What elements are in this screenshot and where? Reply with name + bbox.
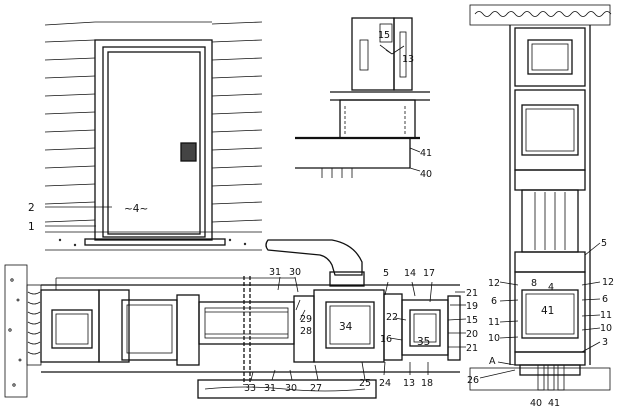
label-19: 19 — [466, 301, 478, 312]
label-6-left: 6 — [491, 296, 497, 307]
label-22: 22 — [386, 312, 398, 323]
label-13-section: 13 — [403, 378, 415, 389]
label-1: 1 — [28, 221, 35, 233]
chamber-left — [51, 309, 93, 349]
label-28: 28 — [300, 326, 312, 337]
label-12-left: 12 — [488, 278, 500, 289]
label-5-vertical: 5 — [601, 238, 607, 249]
label-17: 17 — [423, 268, 435, 279]
label-4-vertical: 4 — [548, 282, 554, 293]
label-40-vertical: 40 — [530, 398, 542, 409]
floor-slab — [469, 367, 611, 391]
label-10-right: 10 — [600, 323, 612, 334]
label-21-top: 21 — [466, 288, 478, 299]
chamber-34 — [325, 301, 375, 349]
label-15-section: 15 — [466, 315, 478, 326]
sash-profile-left — [121, 299, 178, 361]
label-41-top: 41 — [420, 148, 432, 159]
door-handle — [265, 239, 363, 276]
lintel — [469, 4, 611, 26]
frame-profile-left — [40, 289, 100, 363]
label-33: 33 — [244, 383, 256, 394]
label-14: 14 — [404, 268, 416, 279]
door-leaf — [107, 51, 201, 235]
label-26: 26 — [467, 375, 479, 386]
label-34: 34 — [339, 321, 353, 333]
vertical-section: 5 12 8 4 12 6 6 41 11 11 10 10 3 A 26 40… — [467, 4, 614, 409]
upper-sash-profile — [514, 89, 586, 171]
sill-profile — [514, 351, 586, 366]
label-30-bottom: 30 — [285, 383, 297, 394]
door-inner-frame — [102, 46, 206, 238]
horizontal-section: 31 30 29 28 34 35 5 14 17 21 19 15 20 21… — [4, 239, 478, 399]
vertical-leaders — [479, 242, 601, 379]
label-16: 16 — [380, 334, 392, 345]
siding-wall — [44, 21, 263, 223]
drain-elements — [537, 364, 565, 391]
label-10-left: 10 — [488, 333, 500, 344]
label-40-top: 40 — [420, 169, 432, 180]
anchor-screws — [321, 168, 353, 178]
profile-vertical-right — [393, 17, 413, 91]
label-35: 35 — [417, 336, 430, 348]
label-11-right: 11 — [600, 310, 612, 321]
door-elevation: 2 1 ~4~ — [28, 21, 263, 251]
masonry-wall-left — [4, 264, 42, 398]
label-29: 29 — [300, 314, 312, 325]
label-13-top: 13 — [402, 54, 414, 65]
label-12-right: 12 — [602, 277, 614, 288]
door-threshold — [84, 238, 226, 246]
foundation-band — [45, 231, 262, 251]
chamber-41 — [521, 289, 579, 339]
head-profile — [514, 27, 586, 87]
label-6-right: 6 — [602, 294, 608, 305]
glazing-vertical — [521, 189, 579, 253]
label-41-vertical-bottom: 41 — [548, 398, 560, 409]
door-handle-plate — [180, 142, 197, 162]
label-24: 24 — [379, 378, 391, 389]
label-18: 18 — [421, 378, 433, 389]
label-5-section: 5 — [383, 268, 389, 279]
label-27: 27 — [310, 383, 322, 394]
label-30-top: 30 — [289, 267, 301, 278]
profile-vertical — [351, 17, 395, 91]
chamber-35 — [409, 309, 441, 347]
label-20: 20 — [466, 329, 478, 340]
label-2: 2 — [28, 202, 35, 214]
section-leaders — [250, 276, 467, 381]
label-door-center: ~4~ — [124, 203, 148, 215]
threshold-detail: 15 13 41 40 — [295, 17, 432, 180]
label-41-vertical: 41 — [541, 305, 554, 317]
label-8: 8 — [531, 278, 537, 289]
floor-board — [197, 379, 377, 399]
label-15-top: 15 — [378, 30, 390, 41]
label-A: A — [489, 356, 496, 367]
label-31-top: 31 — [269, 267, 281, 278]
label-21-bottom: 21 — [466, 343, 478, 354]
label-3: 3 — [602, 337, 608, 348]
door-outer-frame — [94, 39, 213, 241]
label-25: 25 — [359, 378, 371, 389]
label-11-left: 11 — [488, 317, 500, 328]
label-31-bottom: 31 — [264, 383, 276, 394]
